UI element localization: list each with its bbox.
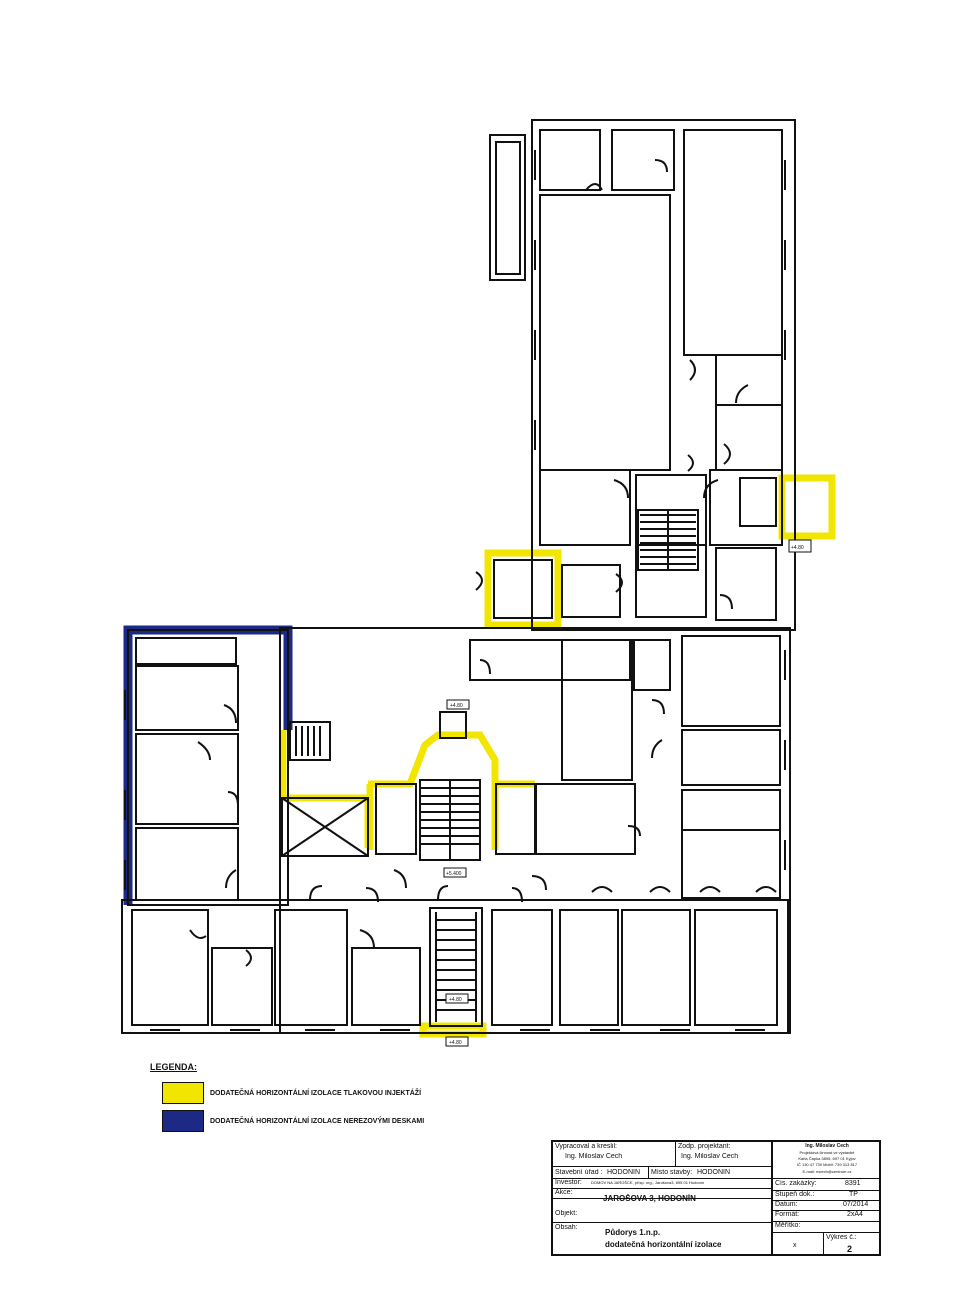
injection-zone-lift-shaft	[484, 549, 562, 629]
stage-label: Stupeň dok.:	[775, 1191, 815, 1198]
date-value: 07/2014	[843, 1201, 869, 1208]
company-line-3: IČ 130 47 739 Mobil: 739 313 817	[796, 1162, 858, 1167]
injection-zone-stair-box	[778, 474, 836, 540]
legend-label-plates: DODATEČNÁ HORIZONTÁLNÍ IZOLACE NEREZOVÝM…	[210, 1117, 425, 1125]
elevation-tag-2	[443, 867, 467, 878]
stair-west	[289, 721, 331, 761]
elevation-tag-text-2: +5.400	[446, 871, 462, 877]
injection-zone-chapel	[368, 731, 535, 788]
elevation-tag-text-1: +4.80	[450, 703, 463, 709]
content-label: Obsah:	[555, 1224, 578, 1231]
date-label: Datum:	[775, 1201, 798, 1208]
scale-value: x	[793, 1242, 797, 1249]
drawing-number-value: 2	[847, 1244, 853, 1254]
elevation-tag-5	[788, 539, 812, 553]
company-name: Ing. Miloslav Čech	[805, 1143, 849, 1149]
action-value: JAROŠOVA 3, HODONÍN	[603, 1194, 696, 1203]
company-line-2: Karla Čapka 3895, 697 01 Kyjov	[798, 1156, 856, 1161]
wall-layout	[121, 119, 796, 1034]
east-wing-outline	[531, 119, 796, 631]
format-value: 2xA4	[847, 1211, 863, 1218]
responsible-designer-label: Zodp. projektant:	[678, 1143, 731, 1150]
west-wing-outline	[127, 629, 289, 906]
action-label: Akce:	[555, 1189, 573, 1196]
responsible-designer-value: Ing. Miloslav Čech	[681, 1153, 739, 1160]
elevation-tags: +4.80 +5.400 +4.80 +4.80 +4.80	[443, 539, 812, 1047]
north-balcony	[489, 134, 526, 281]
scale-label: Měřítko:	[775, 1222, 801, 1229]
drawn-by-label: Vypracoval a kreslil:	[555, 1143, 617, 1150]
site-label: Místo stavby:	[651, 1169, 693, 1176]
company-line-4: E-mail: mcech@centrum.cz	[802, 1169, 852, 1174]
elevation-tag-1	[446, 699, 470, 710]
format-label: Formát:	[775, 1211, 800, 1218]
content-line-1: Půdorys 1.n.p.	[605, 1228, 661, 1237]
injection-isolation-zones	[279, 474, 836, 1038]
south-wing-outline	[121, 899, 789, 1034]
elevation-tag-text-4: +4.80	[449, 1040, 462, 1046]
legend-item-plates: DODATEČNÁ HORIZONTÁLNÍ IZOLACE NEREZOVÝM…	[162, 1110, 570, 1132]
drawing-number-label: Výkres č.:	[826, 1234, 857, 1241]
legend-item-injection: DODATEČNÁ HORIZONTÁLNÍ IZOLACE TLAKOVOU …	[162, 1082, 570, 1104]
object-label: Objekt:	[555, 1210, 578, 1217]
legend-label-injection: DODATEČNÁ HORIZONTÁLNÍ IZOLACE TLAKOVOU …	[210, 1089, 422, 1097]
order-number-value: 8391	[845, 1180, 861, 1187]
injection-zone-sanitary	[366, 784, 499, 850]
elevation-tag-text-5: +4.80	[791, 545, 804, 551]
drawn-by-value: Ing. Miloslav Čech	[565, 1153, 623, 1160]
investor-value: DOMOV NA JAROŠCE, přísp. org., Jarošova3…	[591, 1180, 705, 1185]
elevation-tag-3	[445, 993, 469, 1004]
investor-label: Investor:	[555, 1179, 582, 1186]
content-line-2: dodatečná horizontální izolace	[605, 1240, 722, 1249]
building-office-value: HODONÍN	[607, 1169, 641, 1176]
stage-value: TP	[849, 1191, 858, 1198]
company-line-1: Projektová činnost ve výstavbě	[799, 1150, 855, 1155]
site-value: HODONÍN	[697, 1169, 731, 1176]
building-office-label: Stavební úřad :	[555, 1169, 603, 1176]
order-number-label: Čís. zakázky:	[775, 1180, 817, 1187]
legend-swatch-plates	[162, 1110, 204, 1132]
legend: LEGENDA: DODATEČNÁ HORIZONTÁLNÍ IZOLACE …	[150, 1062, 570, 1138]
title-block: Vypracoval a kreslil: Ing. Miloslav Čech…	[551, 1140, 881, 1256]
legend-title: LEGENDA:	[150, 1062, 197, 1072]
plate-isolation-zone-west-wing	[123, 625, 293, 905]
elevation-tag-text-3: +4.80	[449, 997, 462, 1003]
floor-plan: +4.80 +5.400 +4.80 +4.80 +4.80	[121, 119, 836, 1047]
legend-swatch-injection	[162, 1082, 204, 1104]
elevation-tag-4	[445, 1036, 469, 1047]
